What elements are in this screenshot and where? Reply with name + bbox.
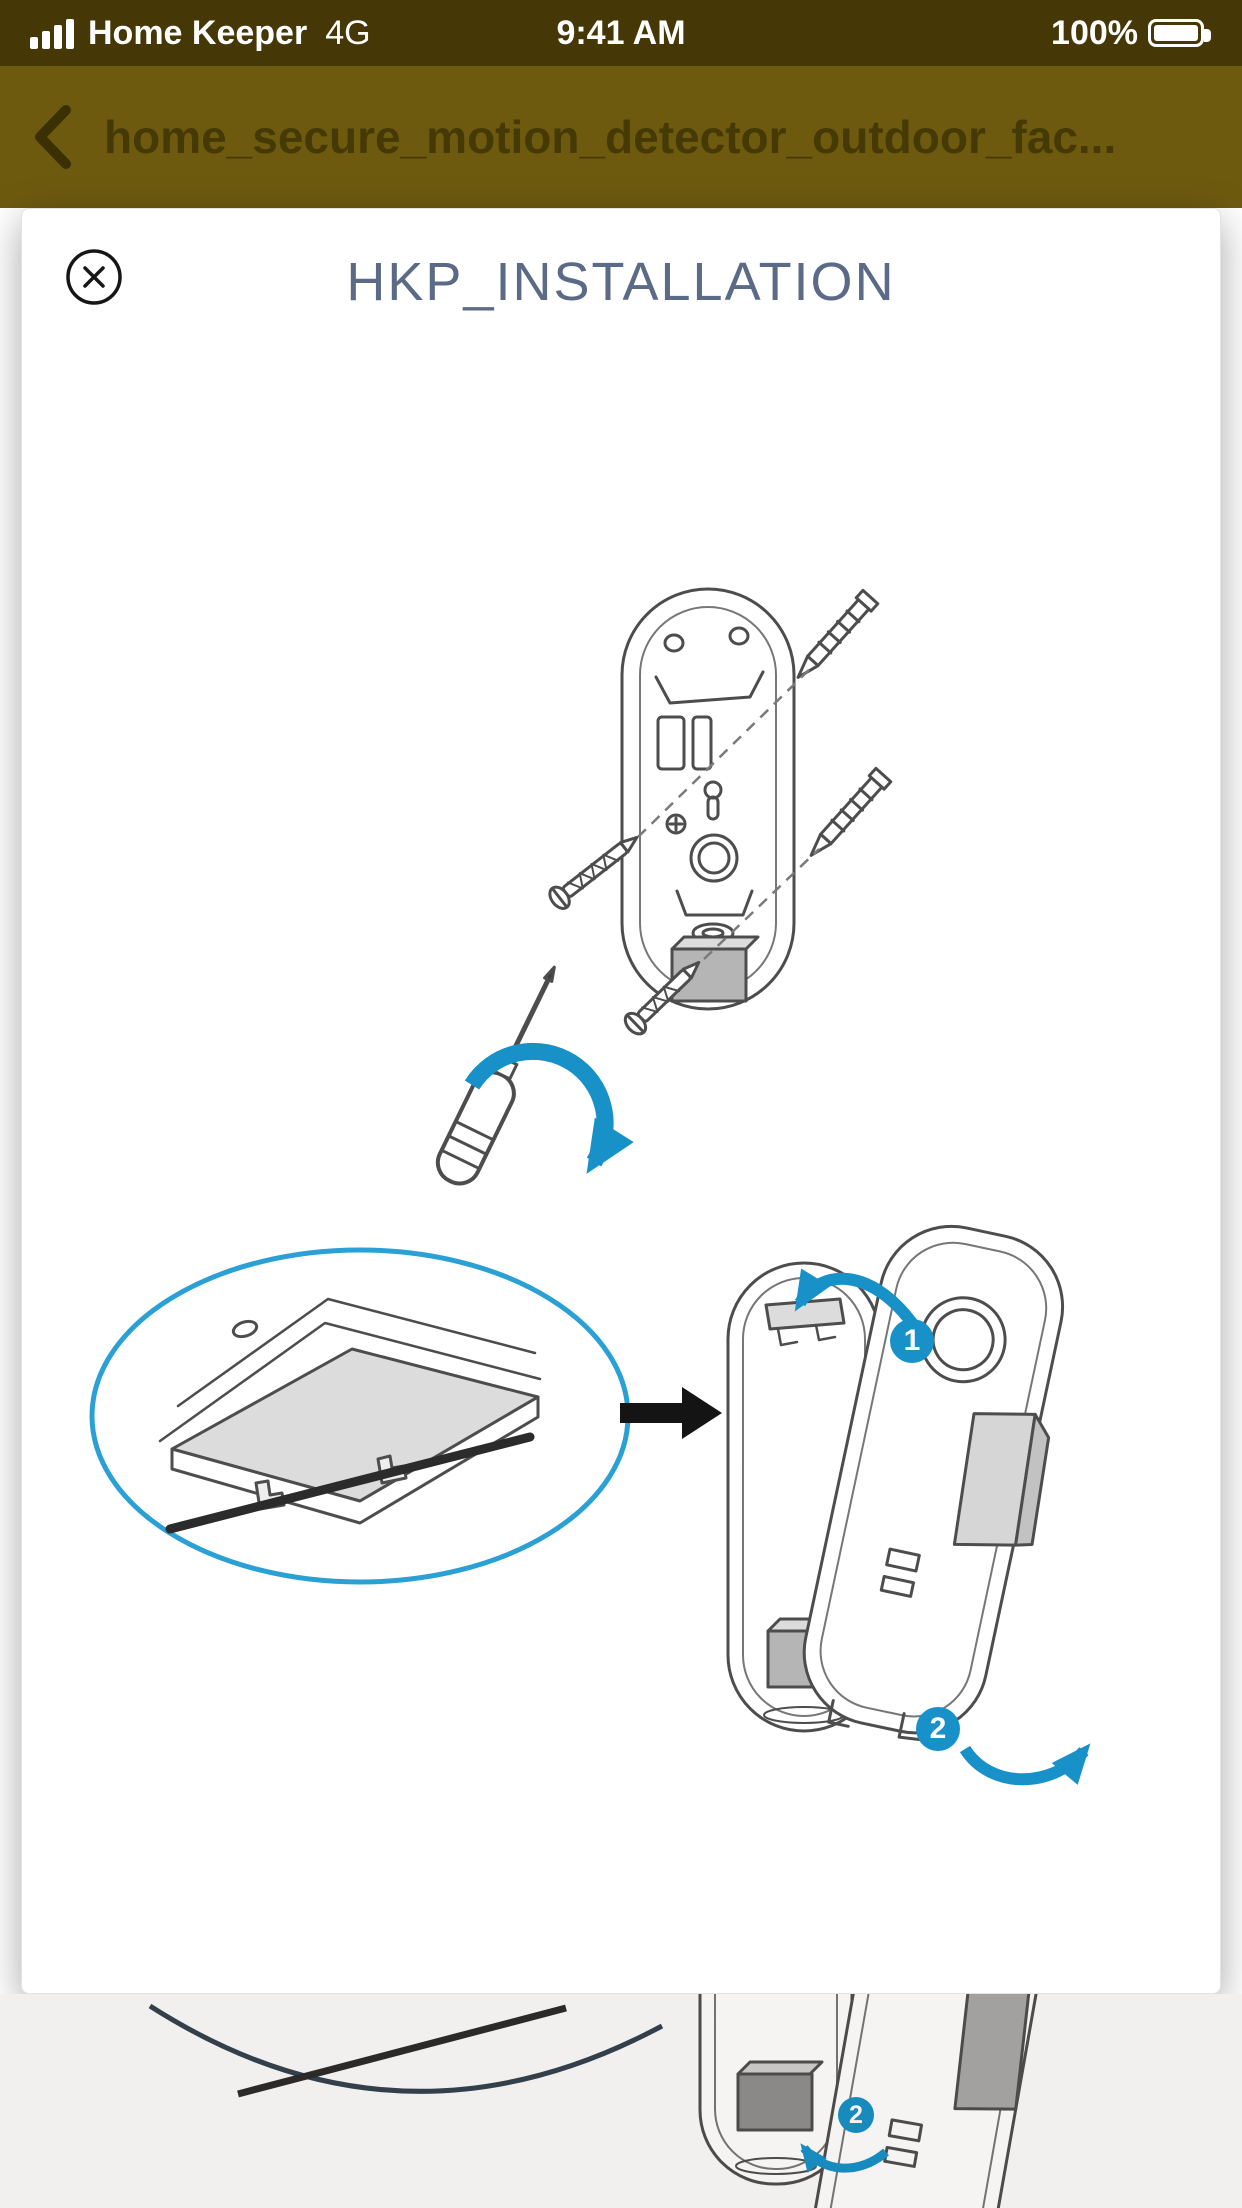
status-bar: Home Keeper 4G 9:41 AM 100% — [0, 0, 1242, 66]
step-2-badge: 2 — [916, 1707, 960, 1751]
battery-percent-label: 100% — [1051, 13, 1138, 52]
back-chevron-icon[interactable] — [30, 104, 76, 170]
signal-bars-icon — [30, 17, 74, 49]
figure-mounting-plate-screws — [322, 577, 982, 1237]
battery-icon — [1148, 19, 1211, 47]
carrier-label: Home Keeper — [88, 13, 308, 52]
close-x-icon — [66, 249, 122, 305]
nav-bar: home_secure_motion_detector_outdoor_fac.… — [0, 66, 1242, 208]
document-title: home_secure_motion_detector_outdoor_fac.… — [104, 111, 1117, 163]
attach-detector-drawing — [89, 1224, 1091, 1786]
viewer-title: HKP_INSTALLATION — [346, 252, 896, 312]
clock-label: 9:41 AM — [556, 13, 686, 52]
installation-viewer-modal: HKP_INSTALLATION — [21, 208, 1221, 1994]
callout-arrow — [620, 1387, 722, 1439]
step-1-badge: 1 — [890, 1319, 934, 1363]
mounting-plate-drawing — [435, 587, 893, 1186]
background-page-preview: 2 — [0, 1994, 1242, 2208]
status-left-group: Home Keeper 4G — [30, 14, 371, 53]
close-button[interactable] — [64, 247, 124, 307]
status-right-group: 100% — [1051, 14, 1212, 53]
background-step-2-badge: 2 — [838, 2097, 874, 2133]
network-type-label: 4G — [325, 13, 371, 52]
figure-attach-detector: 1 2 — [60, 1201, 1190, 1821]
background-page-drawing — [148, 1994, 1053, 2208]
